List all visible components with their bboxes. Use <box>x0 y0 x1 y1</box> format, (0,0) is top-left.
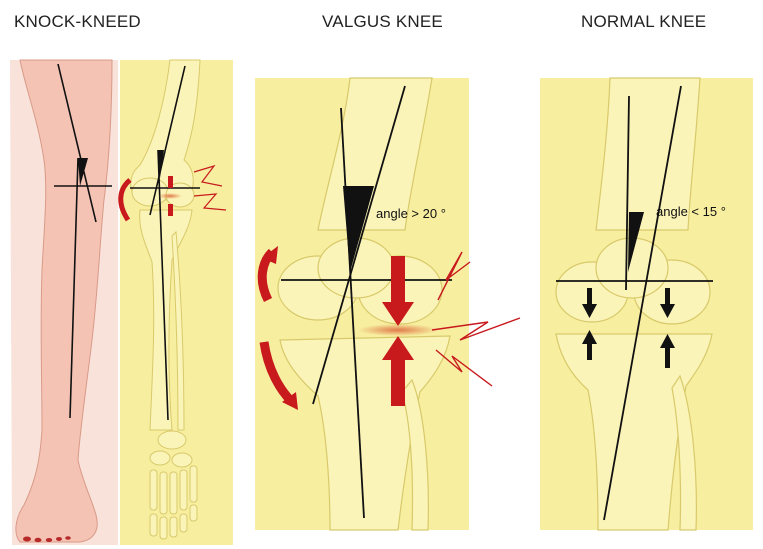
compression-arrow-up <box>391 356 405 406</box>
normal-knee-panel: angle < 15 ° <box>540 78 753 530</box>
compression-arrow-down <box>391 256 405 306</box>
skeleton-leg <box>120 60 233 545</box>
knock-kneed-panel <box>10 60 233 545</box>
valgus-knee-panel: angle > 20 ° <box>255 78 520 530</box>
valgus-angle-label: angle > 20 ° <box>376 206 446 221</box>
skin-leg <box>10 60 118 545</box>
normal-angle-label: angle < 15 ° <box>656 204 726 219</box>
